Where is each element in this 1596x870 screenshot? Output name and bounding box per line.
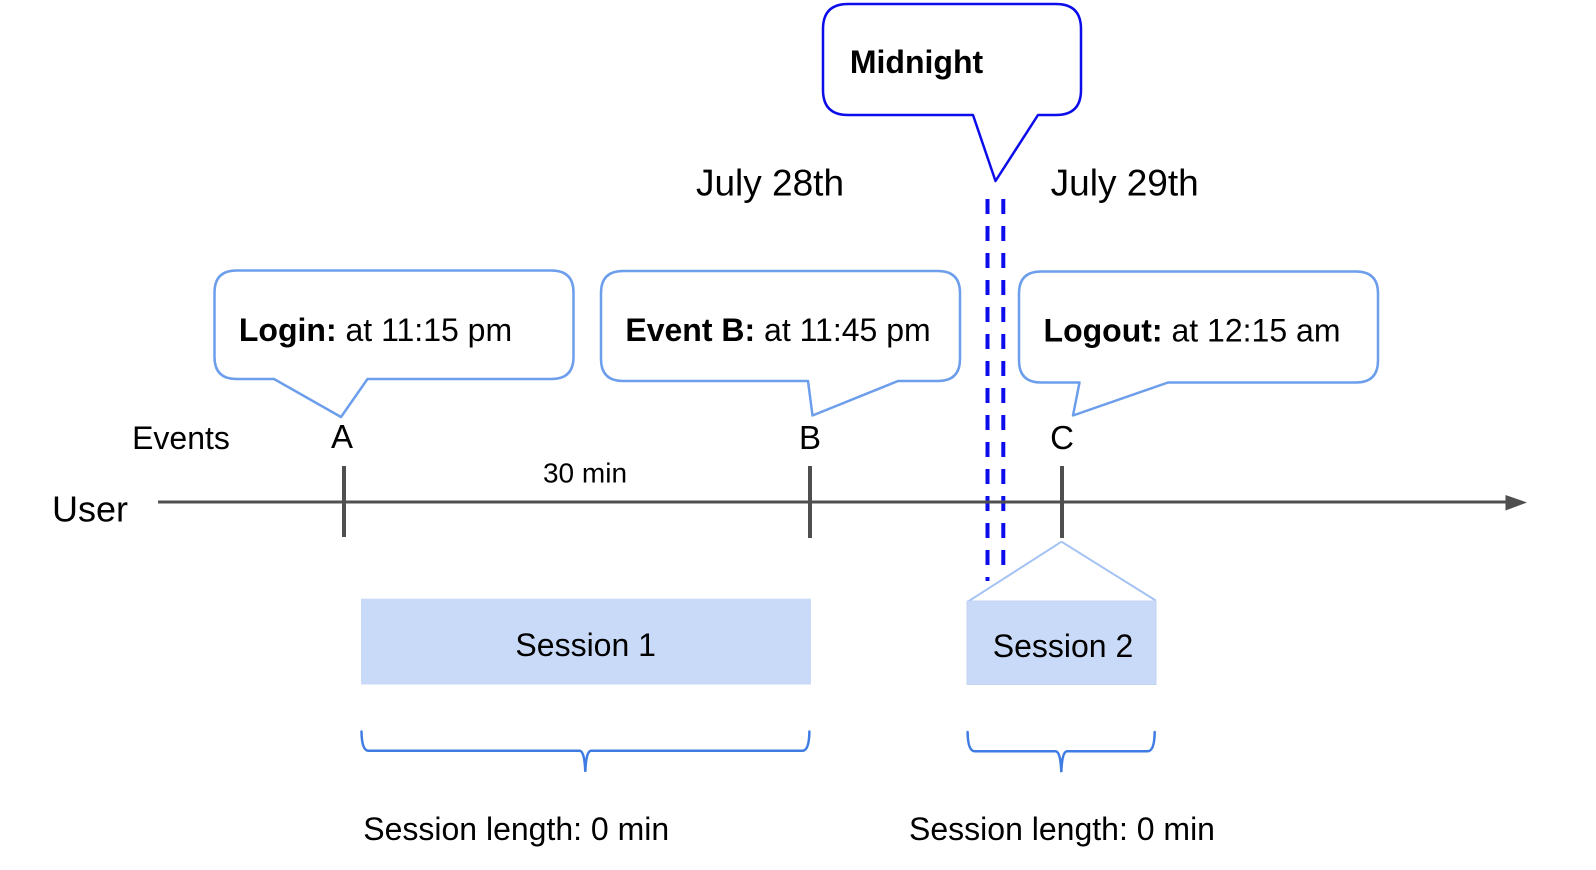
svg-text:Login: at 11:15 pm: Login: at 11:15 pm [239,312,512,348]
svg-text:Event B: at 11:45 pm: Event B: at 11:45 pm [625,312,930,348]
svg-text:Midnight: Midnight [850,44,984,80]
svg-text:30 min: 30 min [543,458,627,489]
svg-text:Session length: 0 min: Session length: 0 min [909,811,1215,847]
svg-text:A: A [331,418,353,455]
svg-text:July 29th: July 29th [1051,163,1199,204]
svg-text:July 28th: July 28th [696,163,844,204]
svg-text:Logout: at 12:15 am: Logout: at 12:15 am [1044,313,1341,349]
svg-text:Session length: 0 min: Session length: 0 min [363,811,669,847]
svg-text:Session 1: Session 1 [515,627,656,663]
svg-text:Events: Events [132,420,230,456]
svg-text:B: B [799,419,821,456]
svg-text:C: C [1050,419,1074,456]
svg-text:User: User [52,488,128,529]
svg-text:Session 2: Session 2 [993,628,1134,664]
